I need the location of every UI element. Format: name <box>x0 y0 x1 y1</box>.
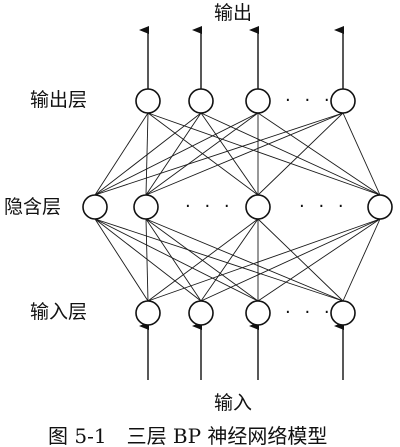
input-bottom-label: 输入 <box>214 392 252 414</box>
output-layer-label: 输出层 <box>30 89 87 111</box>
edge-hidden-1-output-3 <box>145 112 344 196</box>
edge-input-3-hidden-3 <box>342 218 381 302</box>
input-node-2 <box>245 300 271 326</box>
edge-input-2-hidden-3 <box>257 218 381 302</box>
hidden-layer-ellipsis-right: · · · <box>299 196 348 217</box>
output-node-1 <box>188 88 214 114</box>
input-node-0 <box>135 300 161 326</box>
edge-hidden-3-output-3 <box>342 112 381 196</box>
edge-hidden-0-output-0 <box>94 112 149 196</box>
neuron-nodes <box>82 88 393 326</box>
edge-input-0-hidden-2 <box>147 218 259 302</box>
output-node-2 <box>245 88 271 114</box>
output-node-0 <box>135 88 161 114</box>
hidden-node-3 <box>367 194 393 220</box>
input-layer-ellipsis: · · · <box>285 302 334 323</box>
edge-hidden-3-output-2 <box>257 112 381 196</box>
edge-input-3-hidden-2 <box>257 218 344 302</box>
figure-caption: 图 5-1 三层 BP 神经网络模型 <box>48 424 327 447</box>
edge-hidden-3-output-1 <box>200 112 381 196</box>
connection-edges <box>94 112 381 302</box>
edge-input-1-hidden-0 <box>94 218 202 302</box>
edge-input-0-hidden-1 <box>145 218 149 302</box>
input-layer-label: 输入层 <box>30 301 87 323</box>
input-node-1 <box>188 300 214 326</box>
hidden-node-0 <box>82 194 108 220</box>
edge-input-0-hidden-0 <box>94 218 149 302</box>
io-arrows <box>139 26 344 380</box>
edge-hidden-2-output-3 <box>257 112 344 196</box>
edge-hidden-2-output-0 <box>147 112 259 196</box>
output-top-label: 输出 <box>214 2 252 24</box>
edge-input-1-hidden-1 <box>145 218 202 302</box>
output-layer-ellipsis: · · · <box>285 90 334 111</box>
edge-input-0-hidden-3 <box>147 218 381 302</box>
edge-input-1-hidden-2 <box>200 218 259 302</box>
output-node-3 <box>330 88 356 114</box>
hidden-node-2 <box>245 194 271 220</box>
edge-hidden-1-output-1 <box>145 112 202 196</box>
edge-input-3-hidden-1 <box>145 218 344 302</box>
hidden-node-1 <box>133 194 159 220</box>
edge-hidden-0-output-3 <box>94 112 344 196</box>
edge-input-3-hidden-0 <box>94 218 344 302</box>
edge-hidden-3-output-0 <box>147 112 381 196</box>
edge-input-2-hidden-1 <box>145 218 259 302</box>
edge-hidden-1-output-2 <box>145 112 259 196</box>
hidden-layer-ellipsis-left: · · · <box>185 196 234 217</box>
edge-hidden-0-output-1 <box>94 112 202 196</box>
edge-input-2-hidden-0 <box>94 218 259 302</box>
edge-input-1-hidden-3 <box>200 218 381 302</box>
edge-hidden-1-output-0 <box>145 112 149 196</box>
hidden-layer-label: 隐含层 <box>4 196 61 218</box>
input-node-3 <box>330 300 356 326</box>
edge-hidden-2-output-1 <box>200 112 259 196</box>
